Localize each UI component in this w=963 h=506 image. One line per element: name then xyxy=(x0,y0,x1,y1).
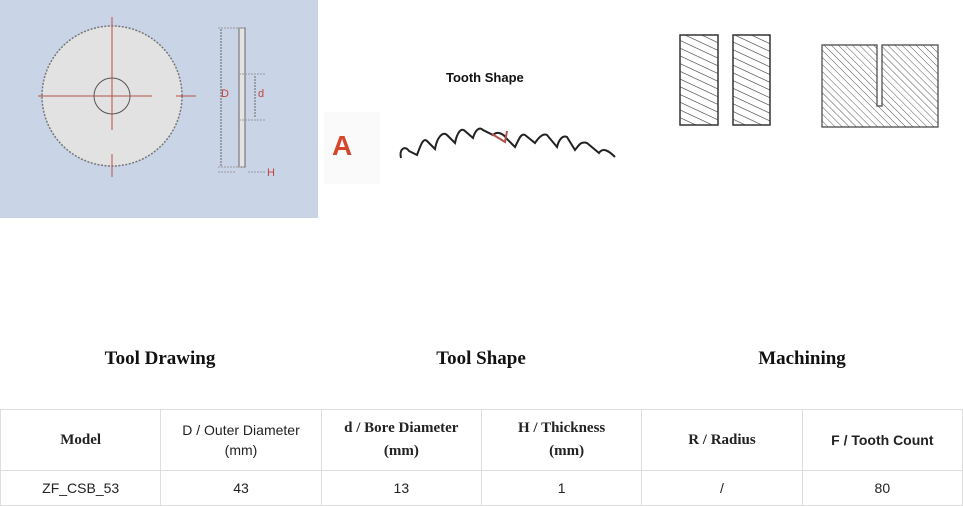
header-outer-diameter: D / Outer Diameter (mm) xyxy=(160,409,322,471)
cell-thickness: 1 xyxy=(480,470,643,506)
specs-table: Model D / Outer Diameter (mm) d / Bore Di… xyxy=(0,409,963,506)
tooth-type-badge: A xyxy=(324,112,380,184)
cell-model: ZF_CSB_53 xyxy=(0,470,162,506)
thickness-label: H xyxy=(267,167,275,179)
header-bore-diameter: d / Bore Diameter (mm) xyxy=(320,409,482,471)
caption-machining: Machining xyxy=(758,348,846,369)
tool-drawing-image: D d H xyxy=(0,0,318,218)
tooth-shape-image xyxy=(399,127,616,159)
caption-tool-drawing: Tool Drawing xyxy=(104,348,216,369)
cell-tooth-count: 80 xyxy=(801,470,963,506)
header-radius: R / Radius xyxy=(641,409,803,471)
header-line: D / Outer Diameter xyxy=(182,422,300,438)
table-header-row: Model D / Outer Diameter (mm) d / Bore Di… xyxy=(0,409,963,471)
header-tooth-count: F / Tooth Count xyxy=(801,409,963,471)
header-unit: (mm) xyxy=(383,443,419,459)
tooth-type-letter: A xyxy=(332,130,353,161)
cell-bore-diameter: 13 xyxy=(320,470,482,506)
header-model: Model xyxy=(0,409,162,471)
header-line: d / Bore Diameter xyxy=(344,420,459,436)
header-unit: (mm) xyxy=(224,442,258,458)
header-thickness: H / Thickness (mm) xyxy=(480,409,643,471)
cell-radius: / xyxy=(641,470,803,506)
bore-diameter-label: d xyxy=(258,88,264,100)
header-line: H / Thickness xyxy=(518,420,606,436)
machining-image xyxy=(679,34,939,128)
outer-diameter-label: D xyxy=(221,88,229,100)
table-row: ZF_CSB_53 43 13 1 / 80 xyxy=(0,470,963,506)
caption-tool-shape: Tool Shape xyxy=(436,348,526,369)
tooth-shape-title: Tooth Shape xyxy=(446,70,524,85)
cell-outer-diameter: 43 xyxy=(160,470,322,506)
header-unit: (mm) xyxy=(549,443,585,459)
